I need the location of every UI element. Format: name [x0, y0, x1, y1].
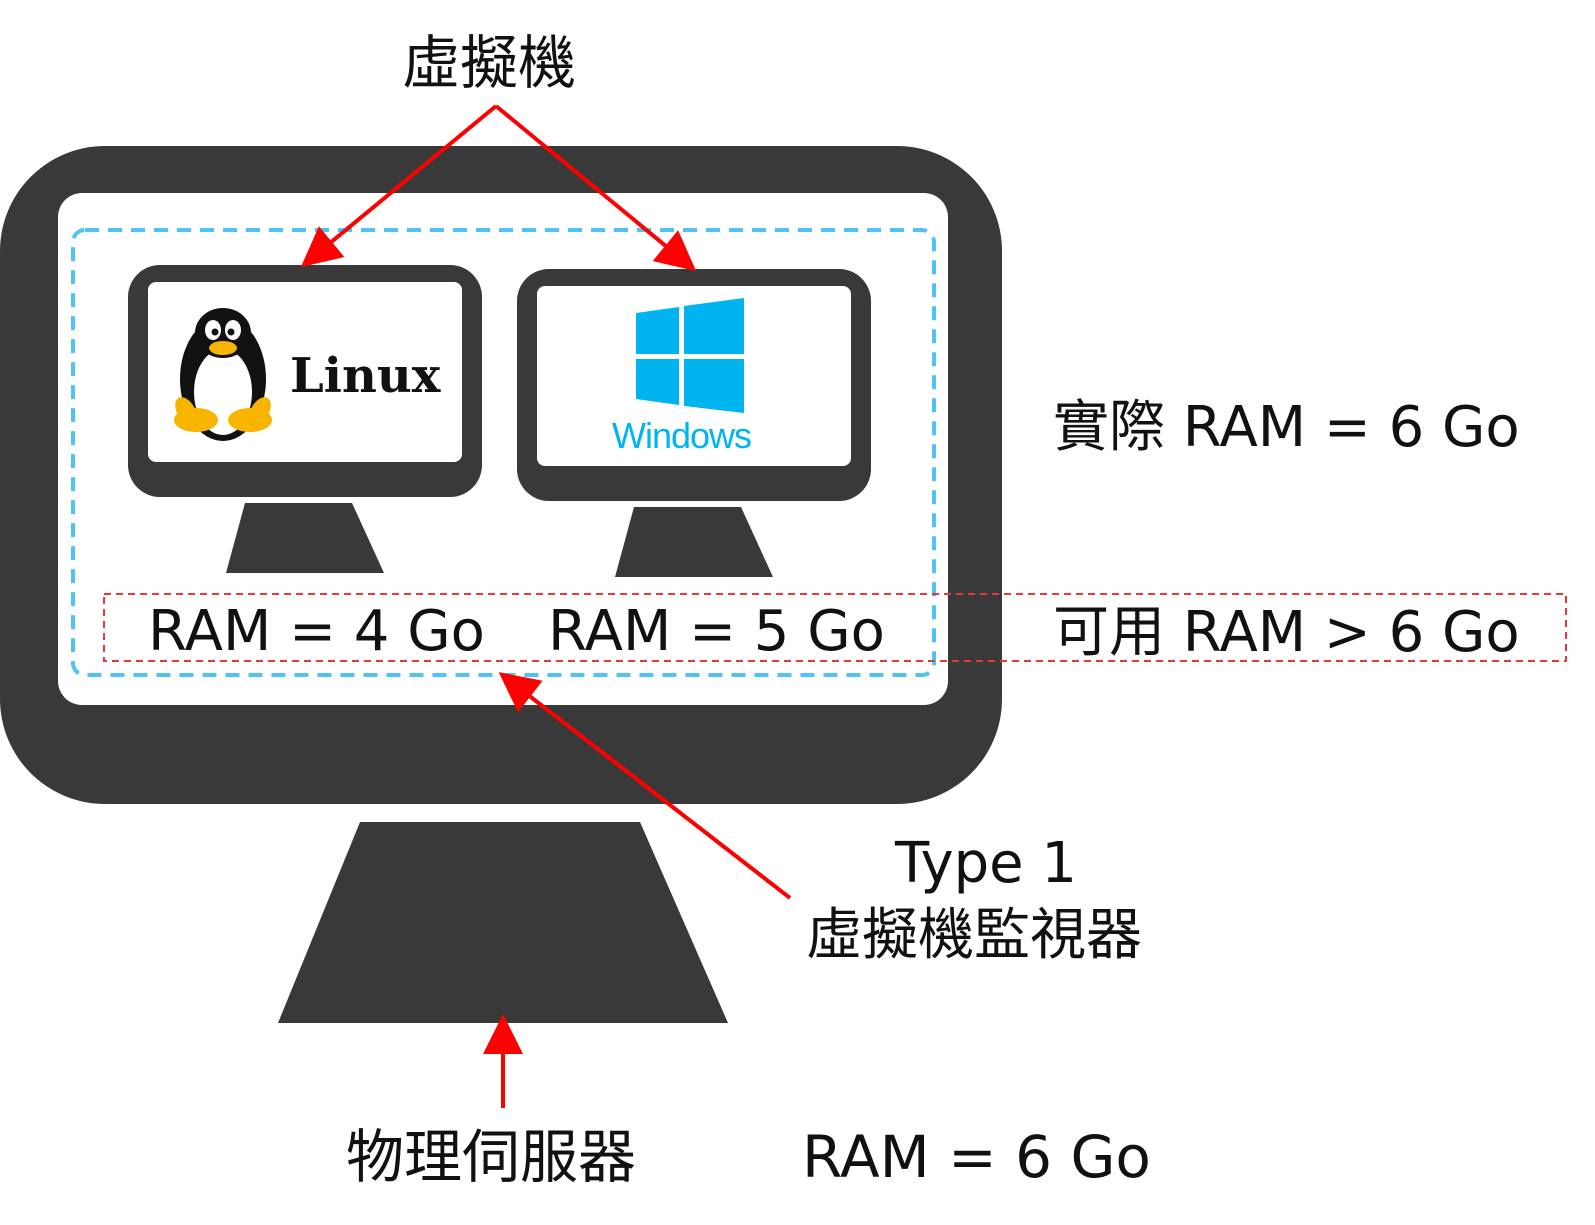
windows-wordmark: Windows — [612, 415, 752, 456]
windows-logo-icon — [636, 298, 744, 413]
linux-wordmark: Linux — [290, 348, 441, 404]
vm2-ram-label: RAM = 5 Go — [548, 599, 885, 664]
server-ram-label: RAM = 6 Go — [802, 1123, 1151, 1191]
available-ram-label: 可用 RAM > 6 Go — [1053, 600, 1520, 665]
arrow-to-windows-vm — [494, 104, 697, 272]
physical-server-label: 物理伺服器 — [346, 1123, 637, 1191]
arrow-to-hypervisor — [498, 672, 792, 900]
hypervisor-name-label: 虛擬機監視器 — [806, 903, 1142, 968]
linux-vm-stand — [226, 503, 384, 573]
virtual-machines-label: 虛擬機 — [402, 29, 577, 97]
vm1-ram-label: RAM = 4 Go — [148, 599, 485, 664]
hypervisor-type-label: Type 1 — [895, 831, 1078, 896]
real-ram-label: 實際 RAM = 6 Go — [1053, 395, 1520, 460]
windows-vm-stand — [615, 507, 773, 577]
tux-penguin-icon — [174, 308, 272, 441]
available-ram-boundary — [103, 593, 1567, 662]
physical-monitor-stand — [278, 822, 728, 1023]
arrow-to-linux-vm — [300, 104, 498, 268]
